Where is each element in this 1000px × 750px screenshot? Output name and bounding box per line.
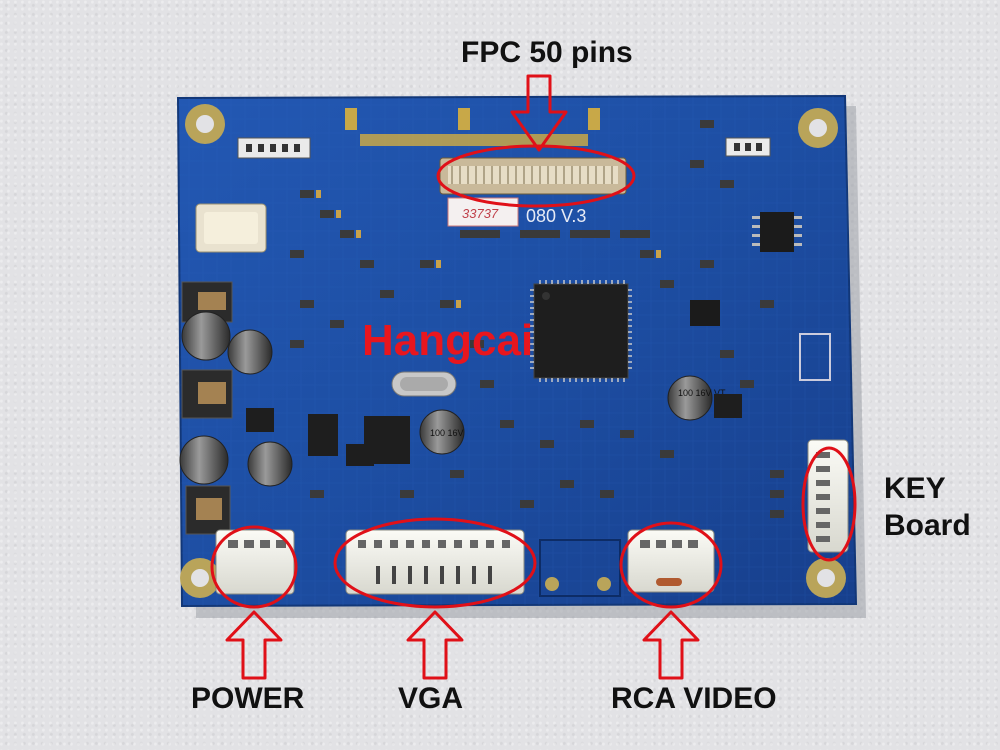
hangcai-watermark: Hangcai [362, 316, 534, 365]
silkscreen-version: 080 V.3 [526, 206, 586, 226]
key-ellipse [801, 446, 857, 562]
annotation-arrows [225, 74, 700, 680]
board-label: Board [884, 509, 971, 542]
svg-text:33737: 33737 [462, 206, 499, 221]
key-label: KEY [884, 472, 946, 505]
cap-mark-0: 100 16V [430, 428, 464, 438]
fpc-label: FPC 50 pins [461, 36, 633, 69]
vga-ellipse [333, 517, 537, 609]
rca-arrow [642, 610, 700, 680]
vga-arrow [406, 610, 464, 680]
power-arrow [225, 610, 283, 680]
power-label: POWER [191, 682, 305, 715]
pcb-board: 33737 [176, 94, 858, 608]
power-ellipse [210, 525, 298, 609]
cap-mark-1: 100 16V VT [678, 388, 726, 398]
fpc-arrow [510, 74, 568, 152]
vga-label: VGA [398, 682, 464, 715]
rca-ellipse [619, 521, 723, 609]
rca-video-label: RCA VIDEO [611, 682, 777, 715]
